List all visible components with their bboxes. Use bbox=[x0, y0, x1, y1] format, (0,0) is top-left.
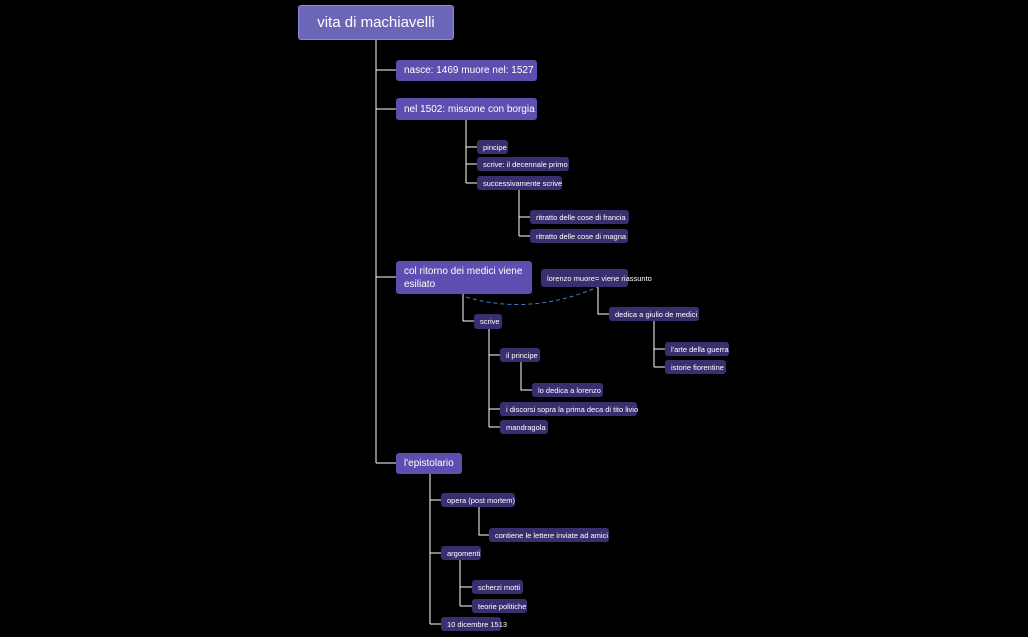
topic-istorie-fiorentine[interactable]: istorie fiorentine bbox=[665, 360, 726, 374]
topic-decennale[interactable]: scrive: il decennale primo bbox=[477, 157, 569, 171]
topic-dedica-giulio[interactable]: dedica a giulio de medici bbox=[609, 307, 699, 321]
topic-il-principe[interactable]: il principe bbox=[500, 348, 540, 362]
topic-epistolario[interactable]: l'epistolario bbox=[396, 453, 462, 474]
topic-missione-borgia[interactable]: nel 1502: missone con borgia bbox=[396, 98, 537, 120]
topic-argomenti[interactable]: argomenti bbox=[441, 546, 481, 560]
topic-scherzi-motti[interactable]: scherzi motti bbox=[472, 580, 523, 594]
topic-dedica-lorenzo[interactable]: lo dedica a lorenzo bbox=[532, 383, 603, 397]
topic-scrive[interactable]: scrive bbox=[474, 314, 502, 329]
topic-teorie-politiche[interactable]: teorie politiche bbox=[472, 599, 527, 613]
topic-data-1513[interactable]: 10 dicembre 1513 bbox=[441, 617, 507, 631]
topic-discorsi[interactable]: i discorsi sopra la prima deca di tito l… bbox=[500, 402, 638, 416]
topic-successivamente[interactable]: successivamente scrive bbox=[477, 176, 562, 190]
topic-pincipe[interactable]: pincipe bbox=[477, 140, 508, 154]
topic-contiene-lettere[interactable]: contiene le lettere inviate ad amici bbox=[489, 528, 609, 542]
topic-opera-post-mortem[interactable]: opera (post mortem) bbox=[441, 493, 515, 507]
root-topic[interactable]: vita di machiavelli bbox=[298, 5, 454, 40]
topic-lorenzo-muore[interactable]: lorenzo muore= viene riassunto bbox=[541, 269, 652, 287]
relation-line bbox=[465, 286, 599, 305]
topic-mandragola[interactable]: mandragola bbox=[500, 420, 548, 434]
topic-arte-guerra[interactable]: l'arte della guerra bbox=[665, 342, 729, 356]
topic-ritorno-medici[interactable]: col ritorno dei medici viene esiliato bbox=[396, 261, 532, 294]
topic-ritratto-francia[interactable]: ritratto delle cose di francia bbox=[530, 210, 629, 224]
topic-ritratto-magna[interactable]: ritratto delle cose di magna bbox=[530, 229, 628, 243]
topic-nasce[interactable]: nasce: 1469 muore nel: 1527 bbox=[396, 60, 537, 81]
